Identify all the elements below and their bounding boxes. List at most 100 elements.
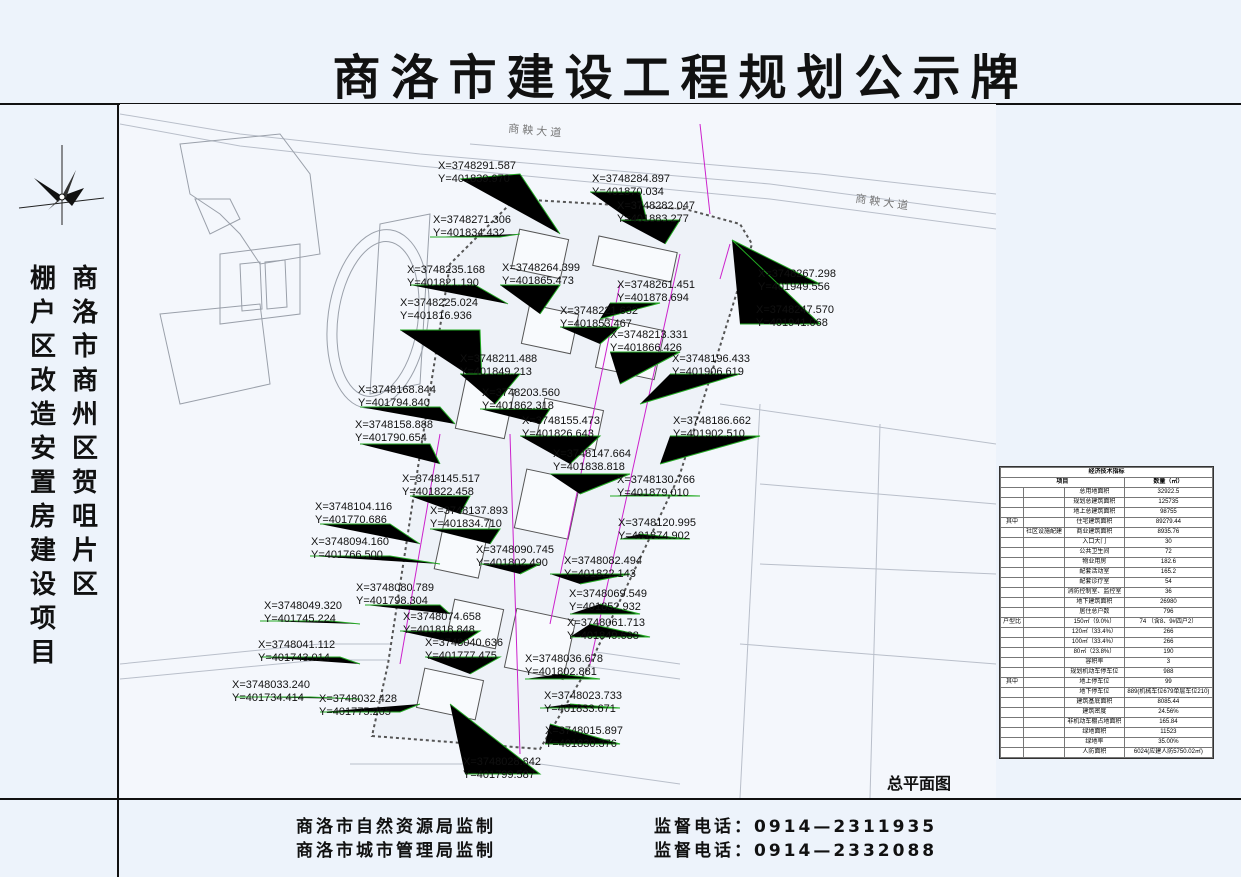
coordinate-x: X=3748221.632 (560, 305, 638, 317)
table-cell-value: 74 （含8、9#四户2） (1123, 617, 1214, 628)
table-cell-subgroup (1023, 537, 1066, 548)
phone-2: 监督电话：0914—2332088 (654, 841, 938, 861)
table-cell-item: 地上总建筑面积 (1064, 507, 1125, 518)
coordinate-x: X=3748061.713 (567, 617, 645, 629)
coordinate-x: X=3748291.587 (438, 160, 516, 172)
table-cell-item: 人防面积 (1064, 747, 1125, 758)
table-cell-subgroup (1023, 617, 1066, 628)
coordinate-x: X=3748155.473 (522, 415, 600, 427)
project-name-char: 安 (29, 434, 56, 464)
project-name-char: 商 (71, 264, 98, 294)
coordinate-y: Y=401822.143 (564, 568, 636, 580)
table-cell-value: 889(机械车位679单层车位210) (1123, 687, 1214, 698)
coordinate-x: X=3748261.451 (617, 279, 695, 291)
table-cell-item: 公共卫生间 (1064, 547, 1125, 558)
table-cell-subgroup (1023, 727, 1066, 738)
table-cell-subgroup: 社区设施配建 (1023, 527, 1066, 538)
project-name-char: 市 (71, 332, 98, 362)
coordinate-y: Y=401879.010 (617, 487, 689, 499)
coordinate-y: Y=401821.190 (407, 277, 479, 289)
table-cell-value: 165.84 (1123, 717, 1214, 728)
table-cell-group (999, 557, 1025, 568)
table-cell-item: 物业用房 (1064, 557, 1125, 568)
coordinate-x: X=3748264.399 (502, 262, 580, 274)
table-cell-value: 190 (1123, 647, 1214, 658)
coordinate-y: Y=401798.304 (356, 595, 428, 607)
table-cell-item: 规划总建筑面积 (1064, 497, 1125, 508)
table-row: 100㎡（33.4%）266 (999, 637, 1214, 648)
table-cell-subgroup (1023, 717, 1066, 728)
coordinate-y: Y=401865.473 (502, 275, 574, 287)
project-name-char: 片 (71, 536, 98, 566)
coordinate-x: X=3748049.320 (264, 600, 342, 612)
coordinate-y: Y=401839.970 (438, 173, 510, 185)
coordinate-x: X=3748130.766 (617, 474, 695, 486)
coordinate-y: Y=401799.587 (463, 769, 535, 781)
table-cell-subgroup (1023, 647, 1066, 658)
table-cell-value: 3 (1123, 657, 1214, 668)
coordinate-y: Y=401766.500 (311, 549, 383, 561)
table-cell-value: 165.2 (1123, 567, 1214, 578)
table-cell-value: 98755 (1123, 507, 1214, 518)
coordinate-y: Y=401849.213 (460, 366, 532, 378)
table-cell-value: 36 (1123, 587, 1214, 598)
table-cell-value: 8085.44 (1123, 697, 1214, 708)
table-cell-item: 总用地面积 (1064, 487, 1125, 498)
table-header-value: 数量（㎡） (1123, 477, 1214, 488)
table-cell-group (999, 727, 1025, 738)
supervisor-2: 商洛市城市管理局监制 (296, 841, 496, 861)
table-cell-subgroup (1023, 517, 1066, 528)
table-cell-item: 建筑密度 (1064, 707, 1125, 718)
coordinate-x: X=3748211.488 (460, 353, 538, 365)
table-cell-subgroup (1023, 737, 1066, 748)
table-cell-subgroup (1023, 547, 1066, 558)
coordinate-x: X=3748235.168 (407, 264, 485, 276)
coordinate-y: Y=401745.224 (264, 613, 336, 625)
coordinate-y: Y=401777.475 (425, 650, 497, 662)
coordinate-x: X=3748282.047 (617, 200, 695, 212)
table-cell-group (999, 607, 1025, 618)
table-cell-group (999, 537, 1025, 548)
table-cell-group (999, 637, 1025, 648)
project-name-char: 贺 (71, 468, 98, 498)
coordinate-y: Y=401833.671 (544, 703, 616, 715)
project-name-char: 商 (71, 366, 98, 396)
table-cell-subgroup (1023, 587, 1066, 598)
project-name-char: 房 (29, 502, 56, 532)
table-cell-item: 规划机动车停车位 (1064, 667, 1125, 678)
coordinate-y: Y=401826.643 (522, 428, 594, 440)
table-cell-group (999, 707, 1025, 718)
coordinate-y: Y=401906.619 (672, 366, 744, 378)
table-cell-value: 32922.5 (1123, 487, 1214, 498)
north-arrow-icon (18, 145, 104, 225)
table-cell-item: 150㎡（9.0%） (1064, 617, 1125, 628)
coordinate-y: Y=401830.376 (545, 738, 617, 750)
table-cell-value: 89279.44 (1123, 517, 1214, 528)
project-name-char: 洛 (71, 298, 98, 328)
table-cell-subgroup (1023, 597, 1066, 608)
coordinate-y: Y=401816.936 (400, 310, 472, 322)
coordinate-y: Y=401790.654 (355, 432, 427, 444)
